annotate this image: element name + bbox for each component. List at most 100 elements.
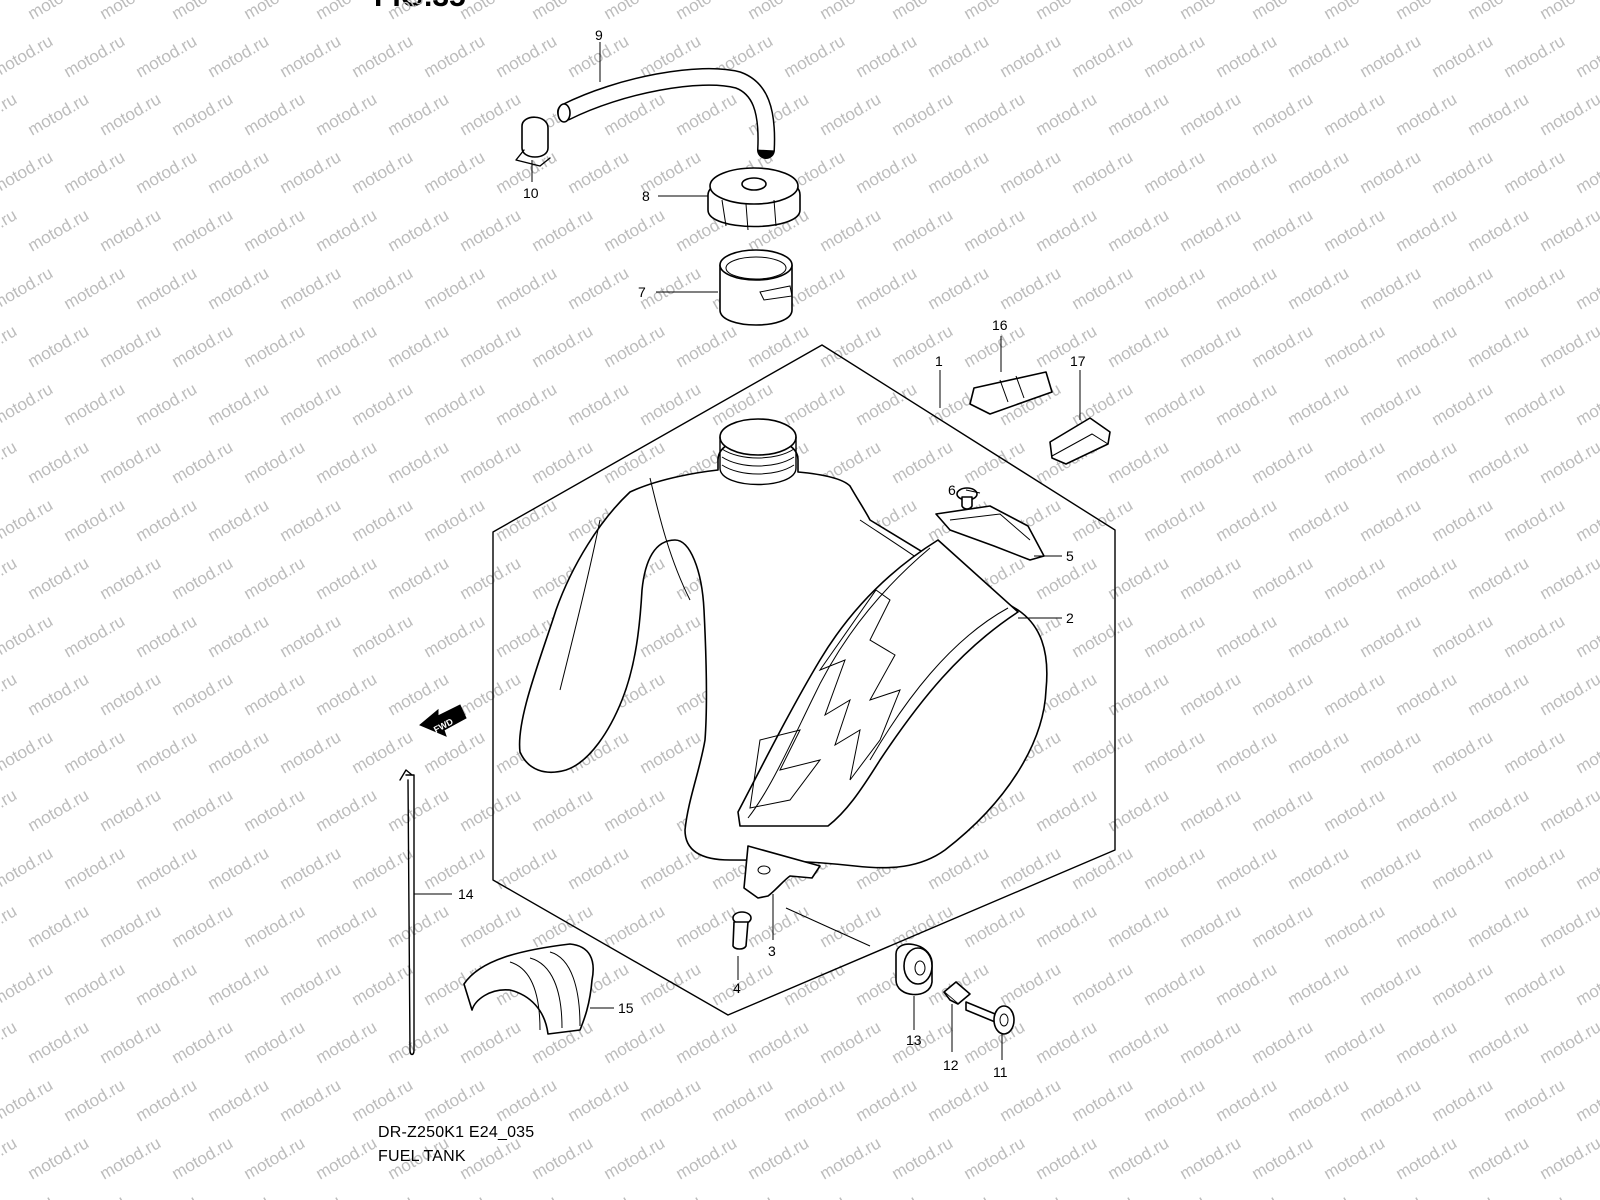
watermark-text: motod.ru: [1069, 611, 1137, 661]
watermark-text: motod.ru: [277, 31, 345, 81]
strap-part-14: [399, 769, 415, 1056]
watermark-text: motod.ru: [25, 1017, 93, 1067]
watermark-text: motod.ru: [1285, 727, 1353, 777]
watermark-text: motod.ru: [205, 31, 273, 81]
watermark-text: motod.ru: [1429, 727, 1497, 777]
watermark-text: motod.ru: [277, 1075, 345, 1125]
watermark-text: motod.ru: [853, 1075, 921, 1125]
watermark-text: motod.ru: [601, 1017, 669, 1067]
watermark-text: motod.ru: [313, 901, 381, 951]
watermark-text: motod.ru: [61, 959, 129, 1009]
callout-13: 13: [906, 1032, 922, 1048]
watermark-text: motod.ru: [241, 785, 309, 835]
watermark-text: motod.ru: [241, 1017, 309, 1067]
watermark-text: motod.ru: [169, 89, 237, 139]
watermark-text: motod.ru: [97, 1133, 165, 1183]
watermark-text: motod.ru: [1249, 901, 1317, 951]
watermark-text: motod.ru: [1501, 31, 1569, 81]
watermark-text: motod.ru: [1105, 1017, 1173, 1067]
leader-lines: [414, 42, 1081, 1060]
watermark-text: motod.ru: [1537, 89, 1600, 139]
watermark-text: motod.ru: [673, 89, 741, 139]
figure-name-label: FUEL TANK: [378, 1148, 466, 1165]
watermark-text: motod.ru: [817, 1017, 885, 1067]
watermark-text: motod.ru: [1429, 1191, 1497, 1200]
watermark-text: motod.ru: [673, 901, 741, 951]
watermark-text: motod.ru: [961, 1133, 1029, 1183]
watermark-text: motod.ru: [637, 727, 705, 777]
watermark-text: motod.ru: [97, 553, 165, 603]
watermark-text: motod.ru: [0, 959, 56, 1009]
watermark-text: motod.ru: [1033, 1017, 1101, 1067]
watermark-text: motod.ru: [889, 901, 957, 951]
watermark-text: motod.ru: [0, 89, 20, 139]
watermark-text: motod.ru: [1177, 901, 1245, 951]
watermark-text: motod.ru: [1285, 959, 1353, 1009]
holder-part-5: [935, 505, 1045, 561]
watermark-text: motod.ru: [1357, 495, 1425, 545]
watermark-text: motod.ru: [1321, 321, 1389, 371]
watermark-text: motod.ru: [385, 1017, 453, 1067]
ring-part-7: [719, 249, 793, 326]
watermark-text: motod.ru: [133, 959, 201, 1009]
watermark-text: motod.ru: [349, 843, 417, 893]
watermark-text: motod.ru: [601, 901, 669, 951]
watermark-text: motod.ru: [1177, 205, 1245, 255]
callout-9: 9: [595, 27, 603, 43]
figure-title: FIG.35: [374, 0, 466, 14]
watermark-text: motod.ru: [529, 901, 597, 951]
watermark-text: motod.ru: [0, 611, 56, 661]
watermark-text: motod.ru: [1213, 379, 1281, 429]
watermark-text: motod.ru: [97, 321, 165, 371]
watermark-text: motod.ru: [61, 1075, 129, 1125]
watermark-text: motod.ru: [1573, 1191, 1600, 1200]
watermark-text: motod.ru: [205, 379, 273, 429]
watermark-text: motod.ru: [1501, 1191, 1569, 1200]
watermark-text: motod.ru: [313, 0, 381, 23]
watermark-text: motod.ru: [1573, 843, 1600, 893]
watermark-text: motod.ru: [349, 31, 417, 81]
watermark-text: motod.ru: [1393, 437, 1461, 487]
callout-11: 11: [993, 1064, 1008, 1080]
watermark-text: motod.ru: [637, 959, 705, 1009]
watermark-text: motod.ru: [277, 1191, 345, 1200]
watermark-text: motod.ru: [1537, 321, 1600, 371]
watermark-text: motod.ru: [1285, 843, 1353, 893]
watermark-text: motod.ru: [61, 727, 129, 777]
watermark-text: motod.ru: [241, 669, 309, 719]
watermark-text: motod.ru: [1393, 89, 1461, 139]
watermark-text: motod.ru: [97, 437, 165, 487]
watermark-text: motod.ru: [673, 1133, 741, 1183]
watermark-text: motod.ru: [1285, 1075, 1353, 1125]
watermark-text: motod.ru: [277, 843, 345, 893]
watermark-text: motod.ru: [1321, 89, 1389, 139]
watermark-text: motod.ru: [0, 553, 20, 603]
watermark-text: motod.ru: [421, 147, 489, 197]
watermark-text: motod.ru: [817, 89, 885, 139]
cover-part-17: [1049, 417, 1111, 465]
callout-4: 4: [733, 980, 741, 996]
watermark-text: motod.ru: [1141, 31, 1209, 81]
watermark-text: motod.ru: [997, 31, 1065, 81]
watermark-text: motod.ru: [601, 205, 669, 255]
watermark-text: motod.ru: [565, 263, 633, 313]
watermark-text: motod.ru: [1501, 263, 1569, 313]
watermark-text: motod.ru: [385, 669, 453, 719]
watermark-text: motod.ru: [421, 1075, 489, 1125]
watermark-text: motod.ru: [97, 1017, 165, 1067]
watermark-text: motod.ru: [1429, 147, 1497, 197]
watermark-text: motod.ru: [997, 1075, 1065, 1125]
watermark-text: motod.ru: [1069, 1191, 1137, 1200]
watermark-text: motod.ru: [421, 379, 489, 429]
watermark-text: motod.ru: [781, 31, 849, 81]
watermark-text: motod.ru: [1249, 1017, 1317, 1067]
watermark-text: motod.ru: [1429, 495, 1497, 545]
cushion-part-15: [463, 943, 594, 1035]
watermark-text: motod.ru: [1033, 785, 1101, 835]
watermark-text: motod.ru: [493, 1191, 561, 1200]
watermark-text: motod.ru: [169, 1133, 237, 1183]
watermark-text: motod.ru: [961, 89, 1029, 139]
watermark-text: motod.ru: [61, 379, 129, 429]
watermark-text: motod.ru: [1177, 669, 1245, 719]
watermark-text: motod.ru: [205, 1075, 273, 1125]
